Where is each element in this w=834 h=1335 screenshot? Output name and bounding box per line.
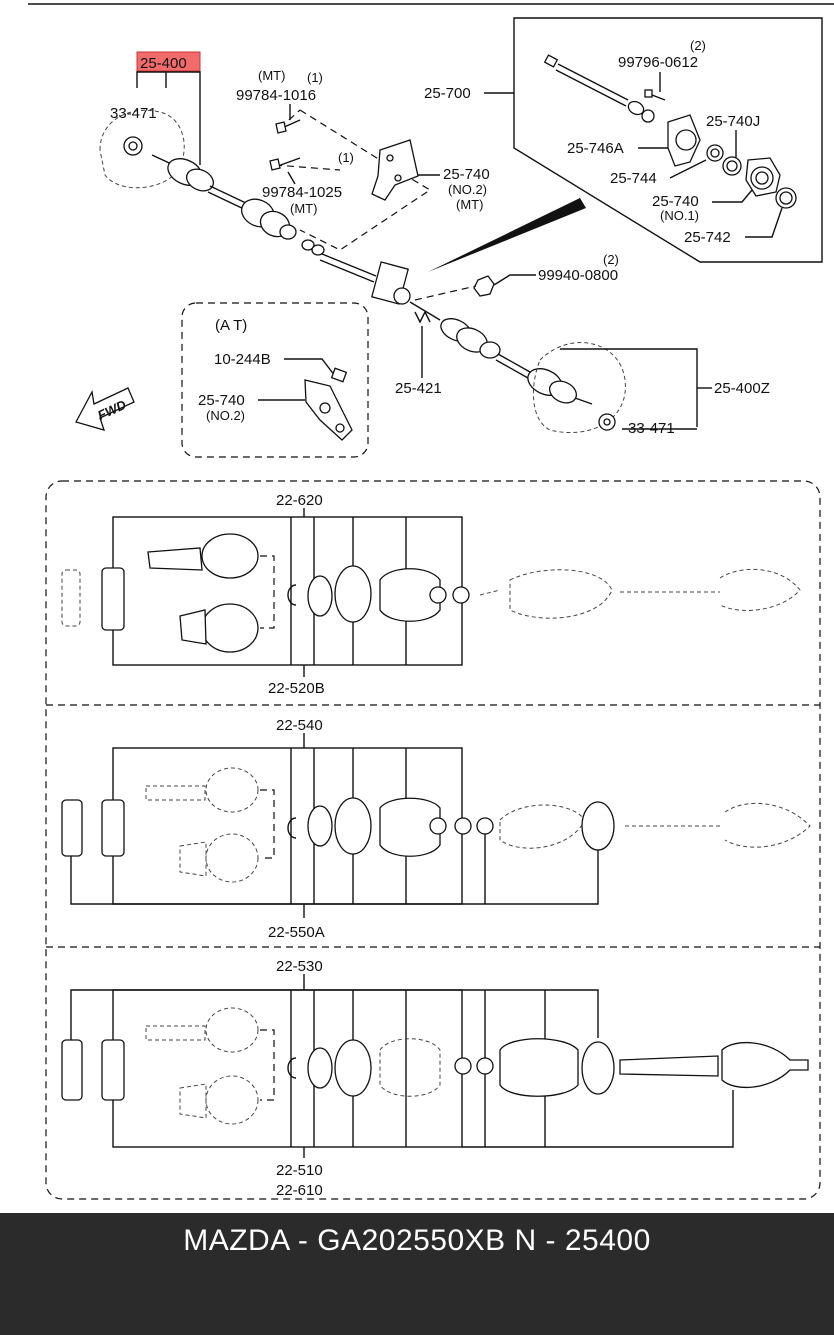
label-25-740j: 25-740J [706, 113, 760, 130]
panels-frame [45, 480, 821, 1200]
label-no2: (NO.2) [448, 182, 487, 197]
label-25-744: 25-744 [610, 170, 657, 187]
label-99784-1025: 99784-1025 [262, 184, 342, 201]
label-mt-2: (MT) [290, 201, 317, 216]
label-25-421: 25-421 [395, 380, 442, 397]
label-25-740-at: 25-740 [198, 392, 245, 409]
label-mt-3: (MT) [456, 197, 483, 212]
label-two-1: (2) [690, 38, 706, 53]
footer-bar [0, 1213, 834, 1335]
knuckle-left-outline [99, 109, 185, 189]
label-10-244b: 10-244B [214, 351, 271, 368]
right-driveshaft [301, 239, 626, 434]
panel-2-top-label: 22-540 [276, 717, 323, 734]
mt-bracket: (MT) (1) 99784-1016 (1) 99784-1025 (MT) … [236, 68, 490, 251]
left-driveshaft [151, 154, 297, 240]
part-highlight-box[interactable] [136, 51, 201, 72]
top-assembly: 25-400 33-471 [75, 17, 823, 458]
label-99796-0612: 99796-0612 [618, 54, 698, 71]
panel-1: 22-620 22-520B [61, 492, 801, 697]
nut-99940-0800 [473, 275, 495, 297]
panel-3-bottom-label-2: 22-610 [276, 1182, 323, 1199]
panel-3-bottom-label: 22-510 [276, 1162, 323, 1179]
label-25-400z: 25-400Z [714, 380, 770, 397]
fwd-arrow-icon: FWD [75, 387, 135, 431]
label-25-700: 25-700 [424, 85, 471, 102]
label-one-2: (1) [338, 150, 354, 165]
inset-at: (A T) 10-244B 25-740 (NO.2) [181, 302, 369, 458]
label-mt-1: (MT) [258, 68, 285, 83]
label-no2-at: (NO.2) [206, 408, 245, 423]
bolt-99784-1025 [269, 157, 301, 171]
panel-3-top-label: 22-530 [276, 958, 323, 975]
inset-25-700: 25-700 (2) 99796-0612 25-740 [424, 17, 823, 263]
part-label-25-400[interactable]: 25-400 [140, 55, 187, 72]
label-at: (A T) [215, 317, 247, 334]
label-99784-1016: 99784-1016 [236, 87, 316, 104]
label-25-740-mt: 25-740 [443, 166, 490, 183]
label-33-471-bottom: 33-471 [628, 420, 675, 437]
parts-diagram: 25-400 33-471 [28, 3, 834, 1200]
label-25-746a: 25-746A [567, 140, 624, 157]
label-33-471-top: 33-471 [110, 105, 157, 122]
panel-1-top-label: 22-620 [276, 492, 323, 509]
label-no1: (NO.1) [660, 208, 699, 223]
panel-2-bottom-label: 22-550A [268, 924, 325, 941]
label-25-740-no1: 25-740 [652, 193, 699, 210]
clip-25-421 [414, 310, 431, 324]
panel-3: 22-530 22-510 22-610 [61, 958, 809, 1199]
bolt-99784-1016 [275, 119, 301, 134]
label-two-2: (2) [603, 252, 619, 267]
label-25-742: 25-742 [684, 229, 731, 246]
footer-title: MAZDA - GA202550XB N - 25400 [183, 1224, 651, 1257]
panel-2: 22-540 22-550A [61, 717, 811, 941]
panel-1-bottom-label: 22-520B [268, 680, 325, 697]
callout-wedge [428, 198, 586, 272]
label-99940-0800: 99940-0800 [538, 267, 618, 284]
label-one-1: (1) [307, 70, 323, 85]
